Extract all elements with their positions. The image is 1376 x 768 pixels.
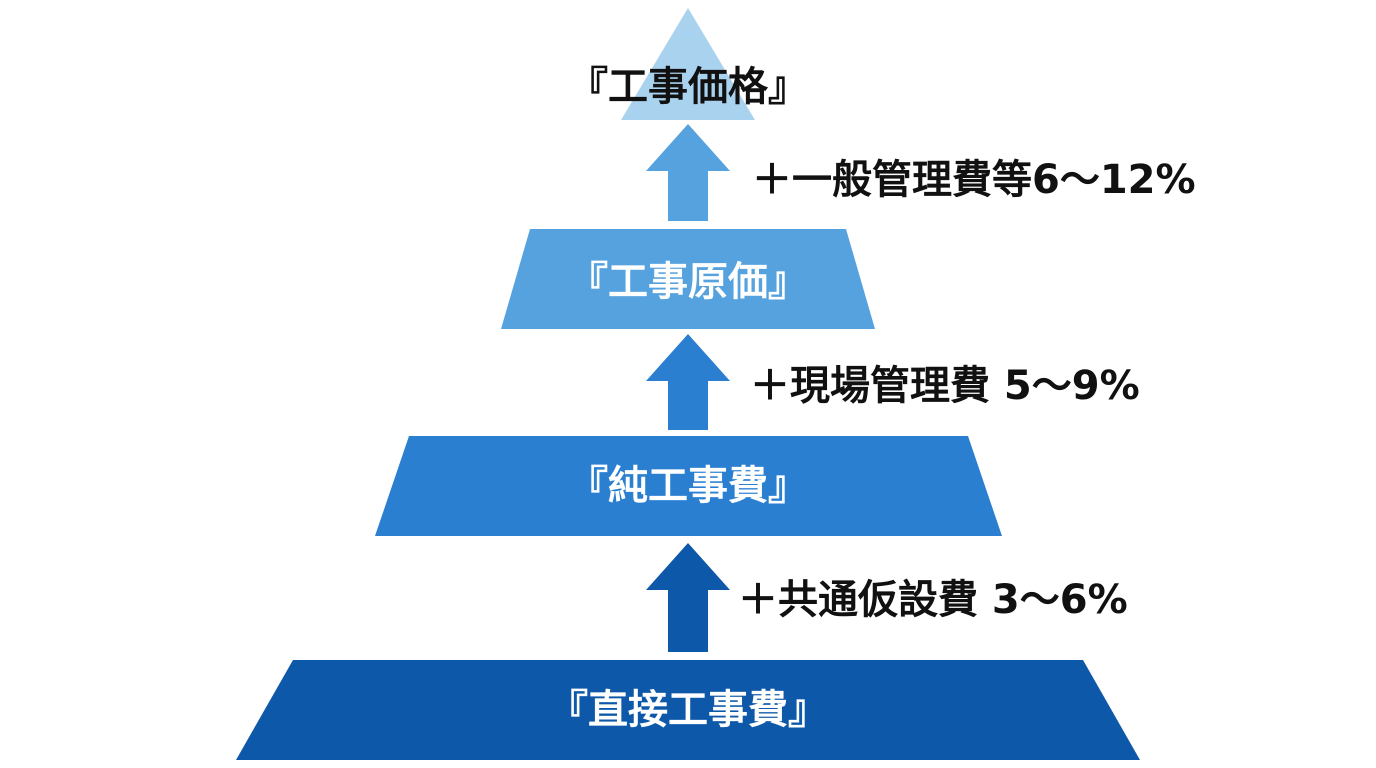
step-common-temporary-label: ＋共通仮設費 3〜6% — [738, 577, 1128, 623]
tier-cost-price-shape — [501, 229, 875, 329]
arrow-up-icon — [646, 334, 730, 430]
tier-price-shape — [621, 8, 755, 120]
step-general-admin-label: ＋一般管理費等6〜12% — [752, 157, 1196, 203]
step-site-management-label: ＋現場管理費 5〜9% — [750, 363, 1140, 409]
tier-net-cost-shape — [375, 436, 1002, 536]
tier-price-label: 『工事価格』 — [568, 64, 808, 110]
tier-direct-cost-label: 『直接工事費』 — [548, 687, 828, 733]
tier-direct-cost-shape — [236, 660, 1140, 760]
arrow-up-icon — [646, 543, 730, 652]
arrow-up-icon — [646, 124, 730, 221]
tier-cost-price-label: 『工事原価』 — [568, 259, 808, 305]
tier-net-cost-label: 『純工事費』 — [568, 463, 808, 509]
